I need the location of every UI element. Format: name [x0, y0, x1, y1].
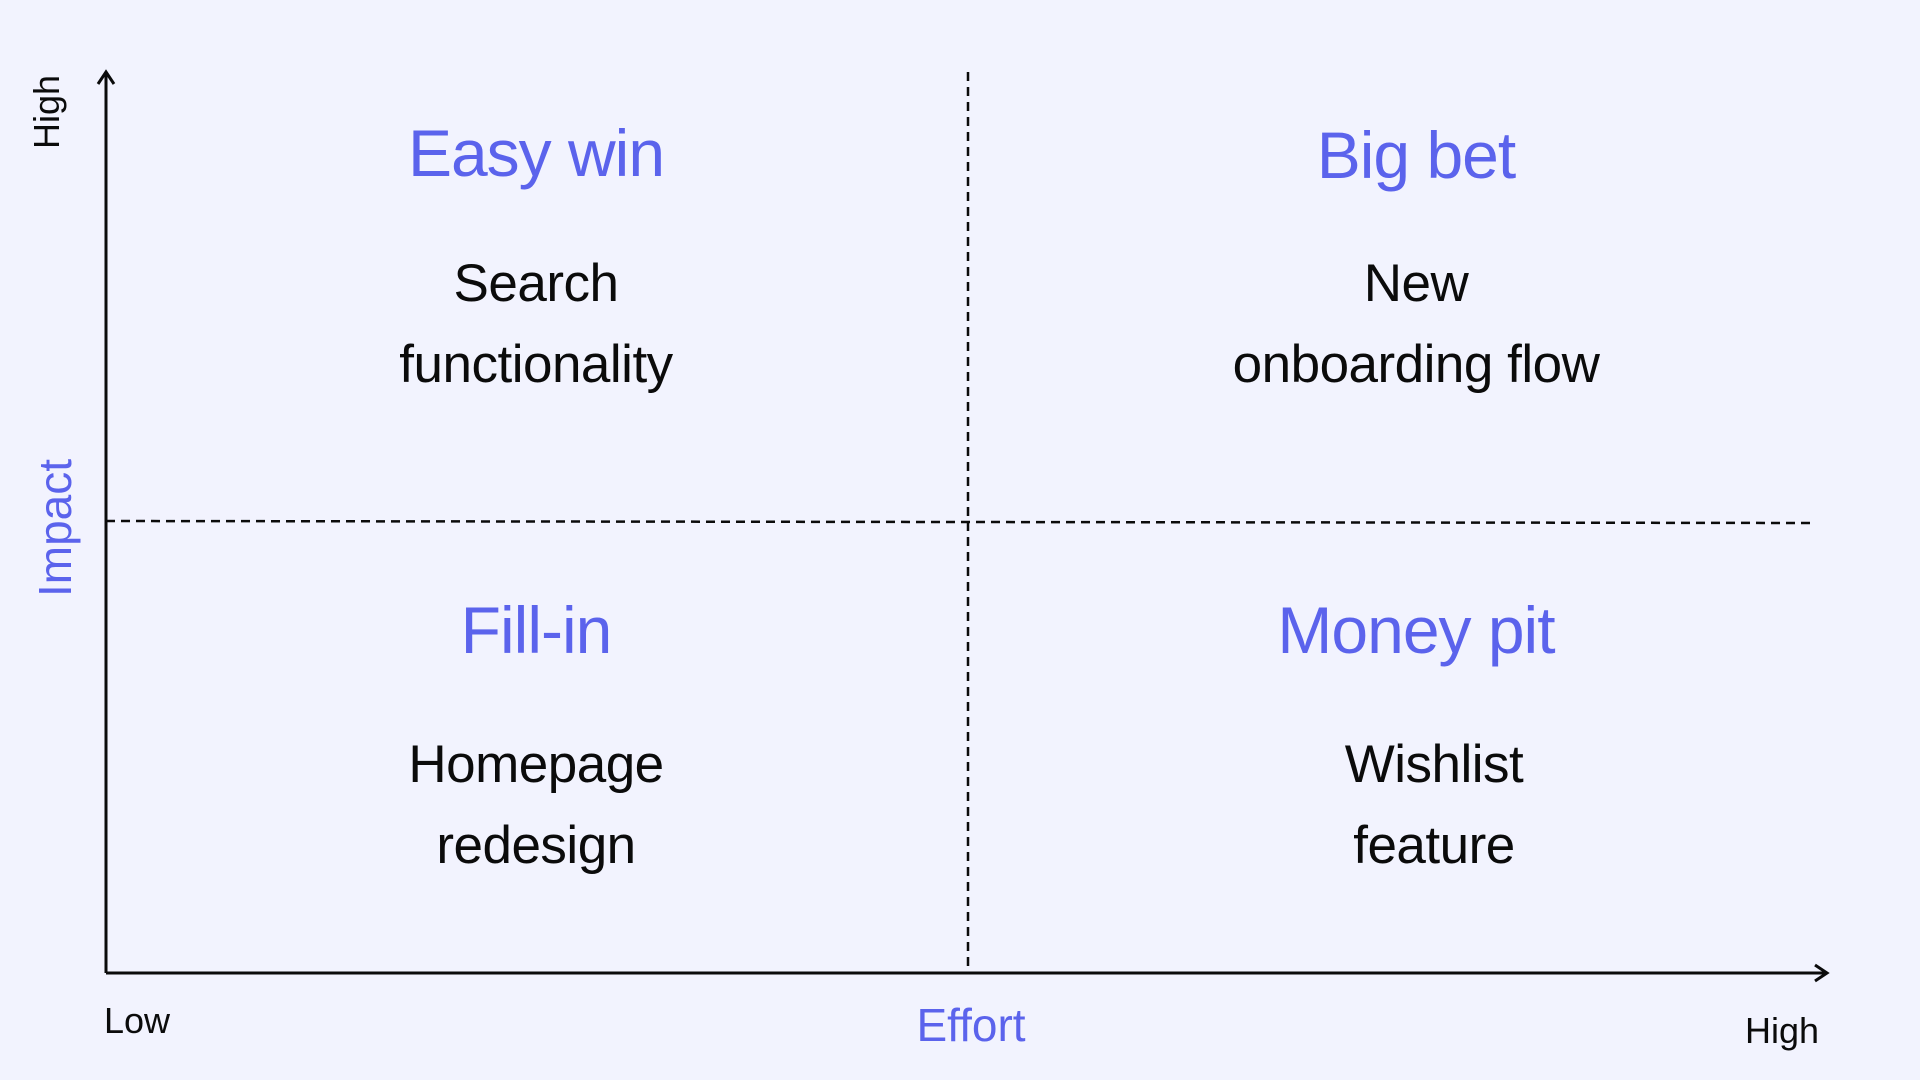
item-line: onboarding flow [1232, 335, 1600, 394]
quadrant-item-fill-in: Homepage redesign [186, 724, 886, 886]
y-axis-title: Impact [29, 458, 81, 598]
x-axis-low-label: Low [104, 1000, 171, 1041]
x-axis-high-label: High [1745, 1010, 1820, 1051]
item-line: Search [453, 254, 619, 313]
item-line: feature [1353, 816, 1515, 875]
quadrant-title-money-pit: Money pit [1277, 593, 1555, 667]
quadrant-item-easy-win: Search functionality [186, 243, 886, 405]
horizontal-divider [105, 519, 1815, 525]
quadrant-title-big-bet: Big bet [1316, 118, 1516, 192]
x-axis-title: Effort [916, 999, 1026, 1051]
quadrant-title-easy-win: Easy win [407, 116, 665, 190]
item-line: New [1363, 254, 1469, 313]
y-axis-arrowhead [96, 69, 116, 85]
y-axis-high-label: High [26, 74, 67, 150]
quadrant-item-money-pit: Wishlist feature [1084, 724, 1784, 886]
item-line: Homepage [408, 735, 664, 794]
x-axis-arrowhead [1814, 963, 1830, 983]
item-line: redesign [436, 816, 636, 875]
quadrant-item-big-bet: New onboarding flow [1066, 243, 1766, 405]
quadrant-title-fill-in: Fill-in [460, 593, 613, 667]
item-line: functionality [399, 335, 673, 394]
item-line: Wishlist [1344, 735, 1524, 794]
